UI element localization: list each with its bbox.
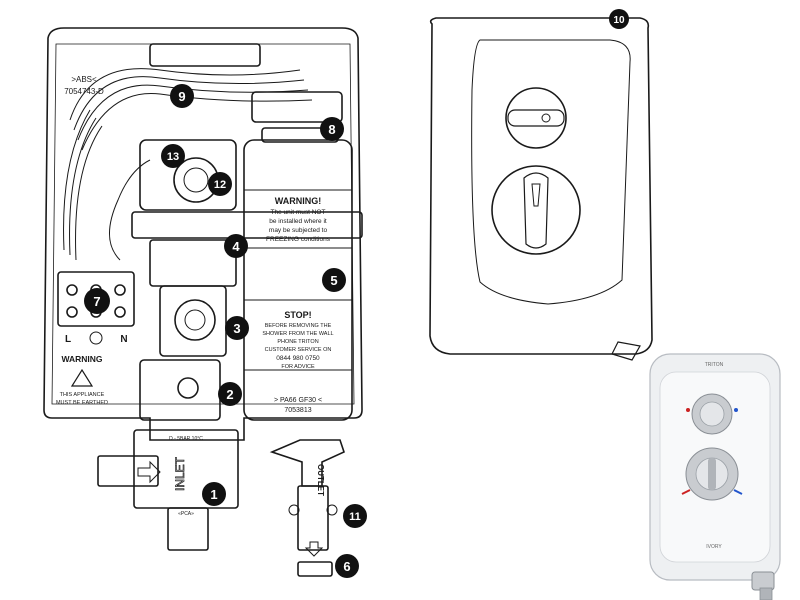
cover-outlet-lip xyxy=(611,341,641,361)
svg-text:12: 12 xyxy=(214,179,226,191)
outlet-thread xyxy=(297,561,333,577)
svg-text:1: 1 xyxy=(210,487,217,502)
stop-line-5: FOR ADVICE xyxy=(281,364,315,370)
callout-5: 5 xyxy=(322,268,346,292)
stop-line-2: SHOWER FROM THE WALL xyxy=(262,331,333,337)
earth-warning-line-2: MUST BE EARTHED xyxy=(56,400,108,406)
outlet-arrow-icon xyxy=(304,541,324,557)
cover-outline xyxy=(429,17,653,355)
solenoid-valve-body xyxy=(159,285,227,357)
callout-10: 10 xyxy=(609,9,629,29)
earth-warning-line-1: THIS APPLIANCE xyxy=(60,392,105,398)
top-bracket xyxy=(149,43,261,67)
flow-valve-body xyxy=(149,239,237,287)
inlet-arrow-icon xyxy=(137,460,161,484)
abs-code-label: >ABS< xyxy=(71,75,97,84)
cable-bundle xyxy=(63,68,313,261)
warning-triangle-icon xyxy=(70,368,94,387)
outlet-elbow xyxy=(269,439,345,487)
svg-text:6: 6 xyxy=(343,559,350,574)
svg-text:11: 11 xyxy=(349,511,361,523)
callout-12: 12 xyxy=(208,172,232,196)
callout-9: 9 xyxy=(170,84,194,108)
warning-freeze-title: WARNING! xyxy=(275,196,322,206)
outlet-label: OUTLET xyxy=(316,464,325,496)
callout-2: 2 xyxy=(218,382,242,406)
photo-brand-label: TRITON xyxy=(705,362,724,368)
stop-phone: 0844 980 0750 xyxy=(276,355,320,362)
svg-text:2: 2 xyxy=(226,387,233,402)
terminal-n-label: N xyxy=(120,334,127,345)
power-knob-drawing xyxy=(505,87,567,149)
product-photo: TRITON IVORY xyxy=(649,353,781,600)
pressure-switch-housing xyxy=(251,91,343,123)
callout-3: 3 xyxy=(225,316,249,340)
callout-8: 8 xyxy=(320,117,344,141)
unit-internal-view xyxy=(43,27,363,577)
cover-inner-panel xyxy=(471,39,631,305)
backplate-outline xyxy=(43,27,363,441)
svg-text:13: 13 xyxy=(167,151,179,163)
inlet-small-label-2: «PCA» xyxy=(178,511,194,517)
stop-title: STOP! xyxy=(284,310,311,320)
pa-code-label: > PA66 GF30 < xyxy=(274,397,322,404)
warning-freeze-line-3: may be subjected to xyxy=(269,227,328,234)
photo-model-label: IVORY xyxy=(706,544,722,550)
callout-11: 11 xyxy=(343,504,367,528)
unit-text-labels: >ABS< 7054743-D WARNING! The unit must N… xyxy=(56,75,334,517)
outlet-pipe xyxy=(297,485,329,551)
part-code-tank-label: 7053813 xyxy=(284,407,311,414)
svg-text:10: 10 xyxy=(613,15,625,26)
svg-text:8: 8 xyxy=(328,122,335,137)
earth-symbol xyxy=(89,331,103,345)
inlet-label: INLET xyxy=(173,456,187,491)
warning-freeze-line-4: FREEZING conditions xyxy=(266,236,331,243)
svg-text:3: 3 xyxy=(233,321,240,336)
front-cover-drawing xyxy=(429,17,653,361)
callouts: 1 2 3 4 5 6 7 8 xyxy=(84,9,629,578)
terminal-block xyxy=(57,271,135,327)
callout-13: 13 xyxy=(161,144,185,168)
photo-outlet-fitting xyxy=(751,571,775,591)
inlet-connector xyxy=(97,455,159,487)
heater-tank xyxy=(243,139,353,421)
valve-block xyxy=(139,139,237,211)
inlet-small-label-1: D - 5BAR 10°C xyxy=(169,436,203,442)
stop-line-4: CUSTOMER SERVICE ON xyxy=(265,347,332,353)
svg-text:7: 7 xyxy=(93,294,100,309)
svg-text:9: 9 xyxy=(178,89,185,104)
callout-7: 7 xyxy=(84,288,110,314)
part-code-top-label: 7054743-D xyxy=(64,87,104,96)
earth-warning-title: WARNING xyxy=(61,354,102,364)
svg-text:5: 5 xyxy=(330,273,337,288)
terminal-l-label: L xyxy=(65,334,71,345)
callout-1: 1 xyxy=(202,482,226,506)
inlet-stem xyxy=(167,507,209,551)
warning-freeze-line-1: The unit must NOT xyxy=(271,209,326,216)
callout-4: 4 xyxy=(224,234,248,258)
inlet-valve-block xyxy=(139,359,221,421)
stop-line-3: PHONE TRITON xyxy=(277,339,318,345)
stop-line-1: BEFORE REMOVING THE xyxy=(265,323,332,329)
callout-6: 6 xyxy=(335,554,359,578)
mounting-rail xyxy=(131,211,363,239)
svg-text:4: 4 xyxy=(232,239,240,254)
warning-freeze-line-2: be installed where it xyxy=(269,218,327,225)
solenoid-coil xyxy=(174,299,216,341)
temp-knob-drawing xyxy=(491,165,581,255)
